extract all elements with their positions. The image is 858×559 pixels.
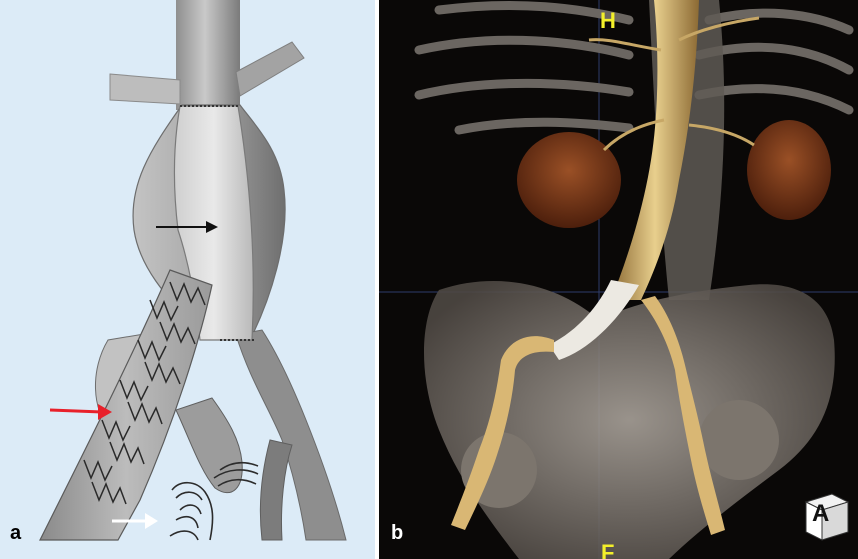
ct-volume-render	[379, 0, 858, 559]
orientation-label-top: H	[600, 8, 616, 34]
orientation-label-bottom: F	[601, 540, 614, 559]
internal-iliac-aneurysm	[176, 398, 242, 493]
aorta-illustration	[0, 0, 375, 559]
orientation-cube-letter: A	[812, 500, 829, 528]
panel-a-illustration: a	[0, 0, 375, 559]
proximal-aorta	[110, 0, 304, 110]
right-iliac-artery	[236, 330, 346, 540]
ribs	[419, 5, 849, 130]
panel-label-b: b	[391, 522, 403, 545]
left-kidney	[517, 132, 621, 228]
panel-label-a: a	[10, 522, 21, 545]
stent-graft-left-limb	[40, 270, 212, 540]
panel-b-ct-rendering: H F A b	[379, 0, 858, 559]
orientation-cube-icon: A	[798, 488, 854, 544]
right-kidney	[747, 120, 831, 220]
